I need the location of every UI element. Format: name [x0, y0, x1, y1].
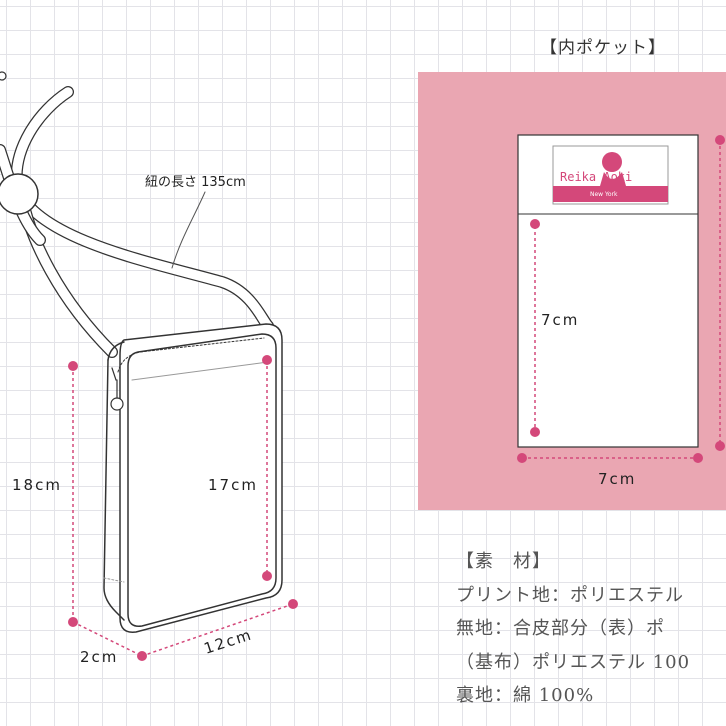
- dim-dot: [288, 599, 298, 609]
- bag-front: [127, 333, 277, 627]
- logo-name-text: Reika Aoki: [560, 170, 632, 184]
- dim-dot: [530, 219, 540, 229]
- strap-leader-line: [171, 191, 206, 269]
- logo-silhouette-icon: [602, 152, 622, 172]
- dim-dot: [693, 453, 703, 463]
- logo-band: [553, 186, 668, 202]
- zipper-pull-icon: [110, 397, 124, 411]
- bag-illustration: [0, 71, 283, 633]
- dim-dot: [715, 441, 725, 451]
- strap-length-label: 紐の長さ 135cm: [145, 175, 246, 190]
- pocket-height-label: 7cm: [541, 311, 580, 329]
- bag-height-outer-label: 18cm: [12, 476, 62, 494]
- material-line: プリント地：ポリエステル: [456, 584, 684, 606]
- bag-depth-label: 2cm: [80, 648, 119, 666]
- pocket-title: 【内ポケット】: [540, 38, 666, 58]
- dim-dot: [68, 361, 78, 371]
- dim-dot: [262, 571, 272, 581]
- material-section: 【素 材】 プリント地：ポリエステル 無地：合皮部分（表）ポ （基布）ポリエステ…: [456, 545, 690, 713]
- logo-sub-text: New York: [590, 191, 618, 198]
- inner-pocket-illustration: Reika Aoki New York: [517, 134, 725, 463]
- bag-side: [103, 359, 125, 621]
- strap-stopper: [0, 173, 39, 215]
- bag-dimension-markers: [68, 355, 298, 661]
- bag-width-label: 12cm: [202, 625, 255, 658]
- dim-dot: [715, 135, 725, 145]
- material-line: 無地：合皮部分（表）ポ: [456, 618, 665, 639]
- material-line: 裏地：綿 100%: [456, 685, 595, 706]
- dim-dot: [517, 453, 527, 463]
- pocket-width-label: 7cm: [598, 470, 637, 488]
- dim-dot: [530, 427, 540, 437]
- material-line: （基布）ポリエステル 100: [456, 651, 691, 673]
- dim-dot: [262, 355, 272, 365]
- material-heading: 【素 材】: [456, 551, 551, 572]
- bag-height-inner-label: 17cm: [208, 476, 258, 494]
- strap-outline: [10, 86, 274, 332]
- zipper-line: [117, 337, 265, 373]
